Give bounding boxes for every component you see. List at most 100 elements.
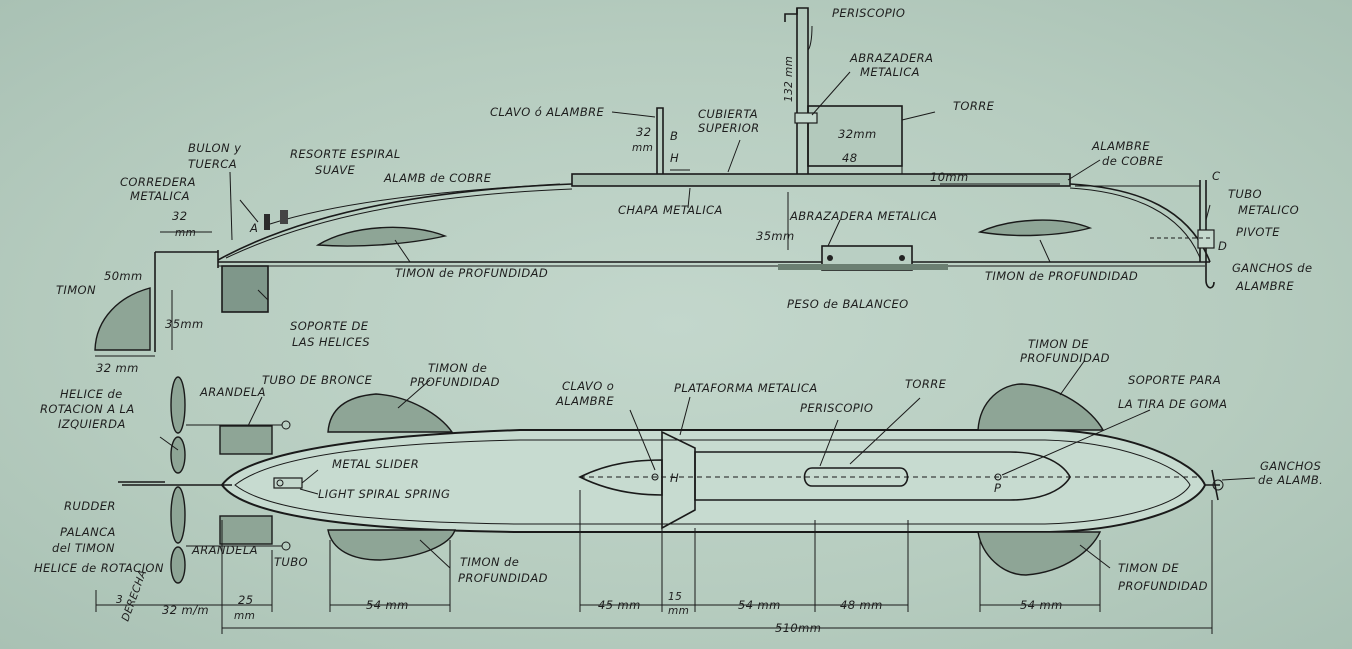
label-dim-25: 25 [238,593,253,607]
label-soporte-2: LAS HELICES [292,335,370,349]
label-dim-15: 15 [668,591,682,603]
label-arandela-top: ARANDELA [199,385,266,399]
label-helice-izq-1: HELICE de [60,387,123,401]
label-soporte-tira-1: SOPORTE PARA [1128,373,1221,387]
label-clavo-h1: 32 [636,125,651,139]
label-helice-izq-3: IZQUIERDA [58,417,126,431]
label-torre-top: TORRE [905,377,947,391]
label-bulon-2: TUERCA [188,157,237,171]
label-timon-prof-right: TIMON de PROFUNDIDAD [985,269,1138,283]
label-tubo-bronce: TUBO DE BRONCE [262,373,373,387]
label-ganchos-top-1: GANCHOS [1260,459,1321,473]
label-dim-15mm: mm [668,605,689,617]
propeller-support [221,265,269,313]
label-clavo-1: CLAVO o [562,379,614,393]
label-torre-width: 48 [842,151,857,165]
label-alambre-r1: ALAMBRE [1091,139,1150,153]
label-periscopio: PERISCOPIO [832,6,905,20]
label-corredera-2: METALICA [130,189,190,203]
bronze-tube-top [219,425,273,455]
label-clavo: CLAVO ó ALAMBRE [490,105,605,119]
label-h-top: H [670,471,679,485]
label-alamb-cobre: ALAMB de COBRE [383,171,492,185]
label-d: D [1218,239,1227,253]
label-dim-54-left: 54 mm [366,598,409,612]
label-timon-bl-2: PROFUNDIDAD [458,571,548,585]
label-dim-32mm: 32 m/m [162,603,209,617]
leader-lines [159,25,1256,569]
label-35mm: 35mm [756,229,795,243]
label-dim-32: 32 [172,209,187,223]
label-dim-54-right: 54 mm [1020,598,1063,612]
label-derecha: DERECHA [120,568,150,623]
label-helice-der: HELICE de ROTACION [34,561,164,575]
top-dive-rudder-bl [327,529,456,561]
label-peso: PESO de BALANCEO [787,297,909,311]
periscope-slot [803,467,909,487]
label-cubierta-2: SUPERIOR [698,121,760,135]
propeller-right [170,486,186,544]
label-periscopio-top: PERISCOPIO [800,401,873,415]
label-soporte-1: SOPORTE DE [290,319,369,333]
label-soporte-tira-2: LA TIRA DE GOMA [1118,397,1227,411]
label-palanca-1: PALANCA [60,525,116,539]
label-pivote: PIVOTE [1236,225,1280,239]
label-torre-side: TORRE [953,99,995,113]
label-timon-tr-2: PROFUNDIDAD [1020,351,1110,365]
propeller-left [170,376,186,434]
label-h-side: H [670,151,679,165]
label-timon-br-1: TIMON DE [1118,561,1179,575]
label-dim-54-mid: 54 mm [738,598,781,612]
label-rudder: RUDDER [64,499,116,513]
upper-deck [571,173,1071,187]
dimension-lines [95,490,1213,634]
label-bulon-1: BULON y [188,141,241,155]
label-clavo-h2: mm [632,142,653,154]
label-abrazadera-1: ABRAZADERA [849,51,933,65]
side-rudder [94,287,151,351]
hooks-side [1205,262,1215,289]
side-view [94,7,1215,357]
label-resorte-2: SUAVE [315,163,355,177]
label-periscope-height: 132 mm [783,56,795,102]
label-clavo-2: ALAMBRE [555,394,614,408]
label-a: A [249,221,258,235]
label-timon: TIMON [56,283,96,297]
metal-platform [661,430,696,530]
label-dim-mm: mm [175,227,196,239]
label-metal-slider: METAL SLIDER [332,457,419,471]
label-tubo: TUBO [274,555,308,569]
label-dim-3: 3 [116,594,123,606]
label-ganchos-top-2: de ALAMB. [1258,473,1323,487]
label-dim-total: 510mm [775,621,821,635]
label-b: B [670,129,678,143]
bronze-tube-bottom [219,515,273,545]
label-cubierta-1: CUBIERTA [698,107,758,121]
top-view [118,376,1224,584]
label-timon-bl-1: TIMON de [460,555,519,569]
label-palanca-2: del TIMON [52,541,115,555]
label-helice-izq-2: ROTACION A LA [40,402,135,416]
nail-b [656,107,664,174]
slider-a [264,214,270,230]
copper-wire [269,183,561,225]
label-timon-tl-2: PROFUNDIDAD [410,375,500,389]
label-50mm: 50mm [104,269,143,283]
top-hull [220,429,1207,533]
label-timon-br-2: PROFUNDIDAD [1118,579,1208,593]
label-abrazadera-lower: ABRAZADERA METALICA [789,209,937,223]
label-chapa: CHAPA METALICA [618,203,723,217]
side-tower [807,105,903,167]
metal-slider [273,477,303,489]
side-labels: PERISCOPIO ABRAZADERA METALICA 132 mm TO… [56,6,1312,375]
dimension-labels: 3 32 m/m 25 mm 54 mm 45 mm 15 mm 54 mm 4… [116,591,1063,635]
top-dive-rudder-tl [327,393,454,433]
label-ganchos-1: GANCHOS de [1232,261,1312,275]
label-timon-prof-left: TIMON de PROFUNDIDAD [395,266,548,280]
pivot-d [1197,229,1215,249]
bolt [280,210,288,224]
label-arandela-bottom: ARANDELA [191,543,258,557]
label-tubo-1: TUBO [1228,187,1262,201]
label-dim-45: 45 mm [598,598,641,612]
